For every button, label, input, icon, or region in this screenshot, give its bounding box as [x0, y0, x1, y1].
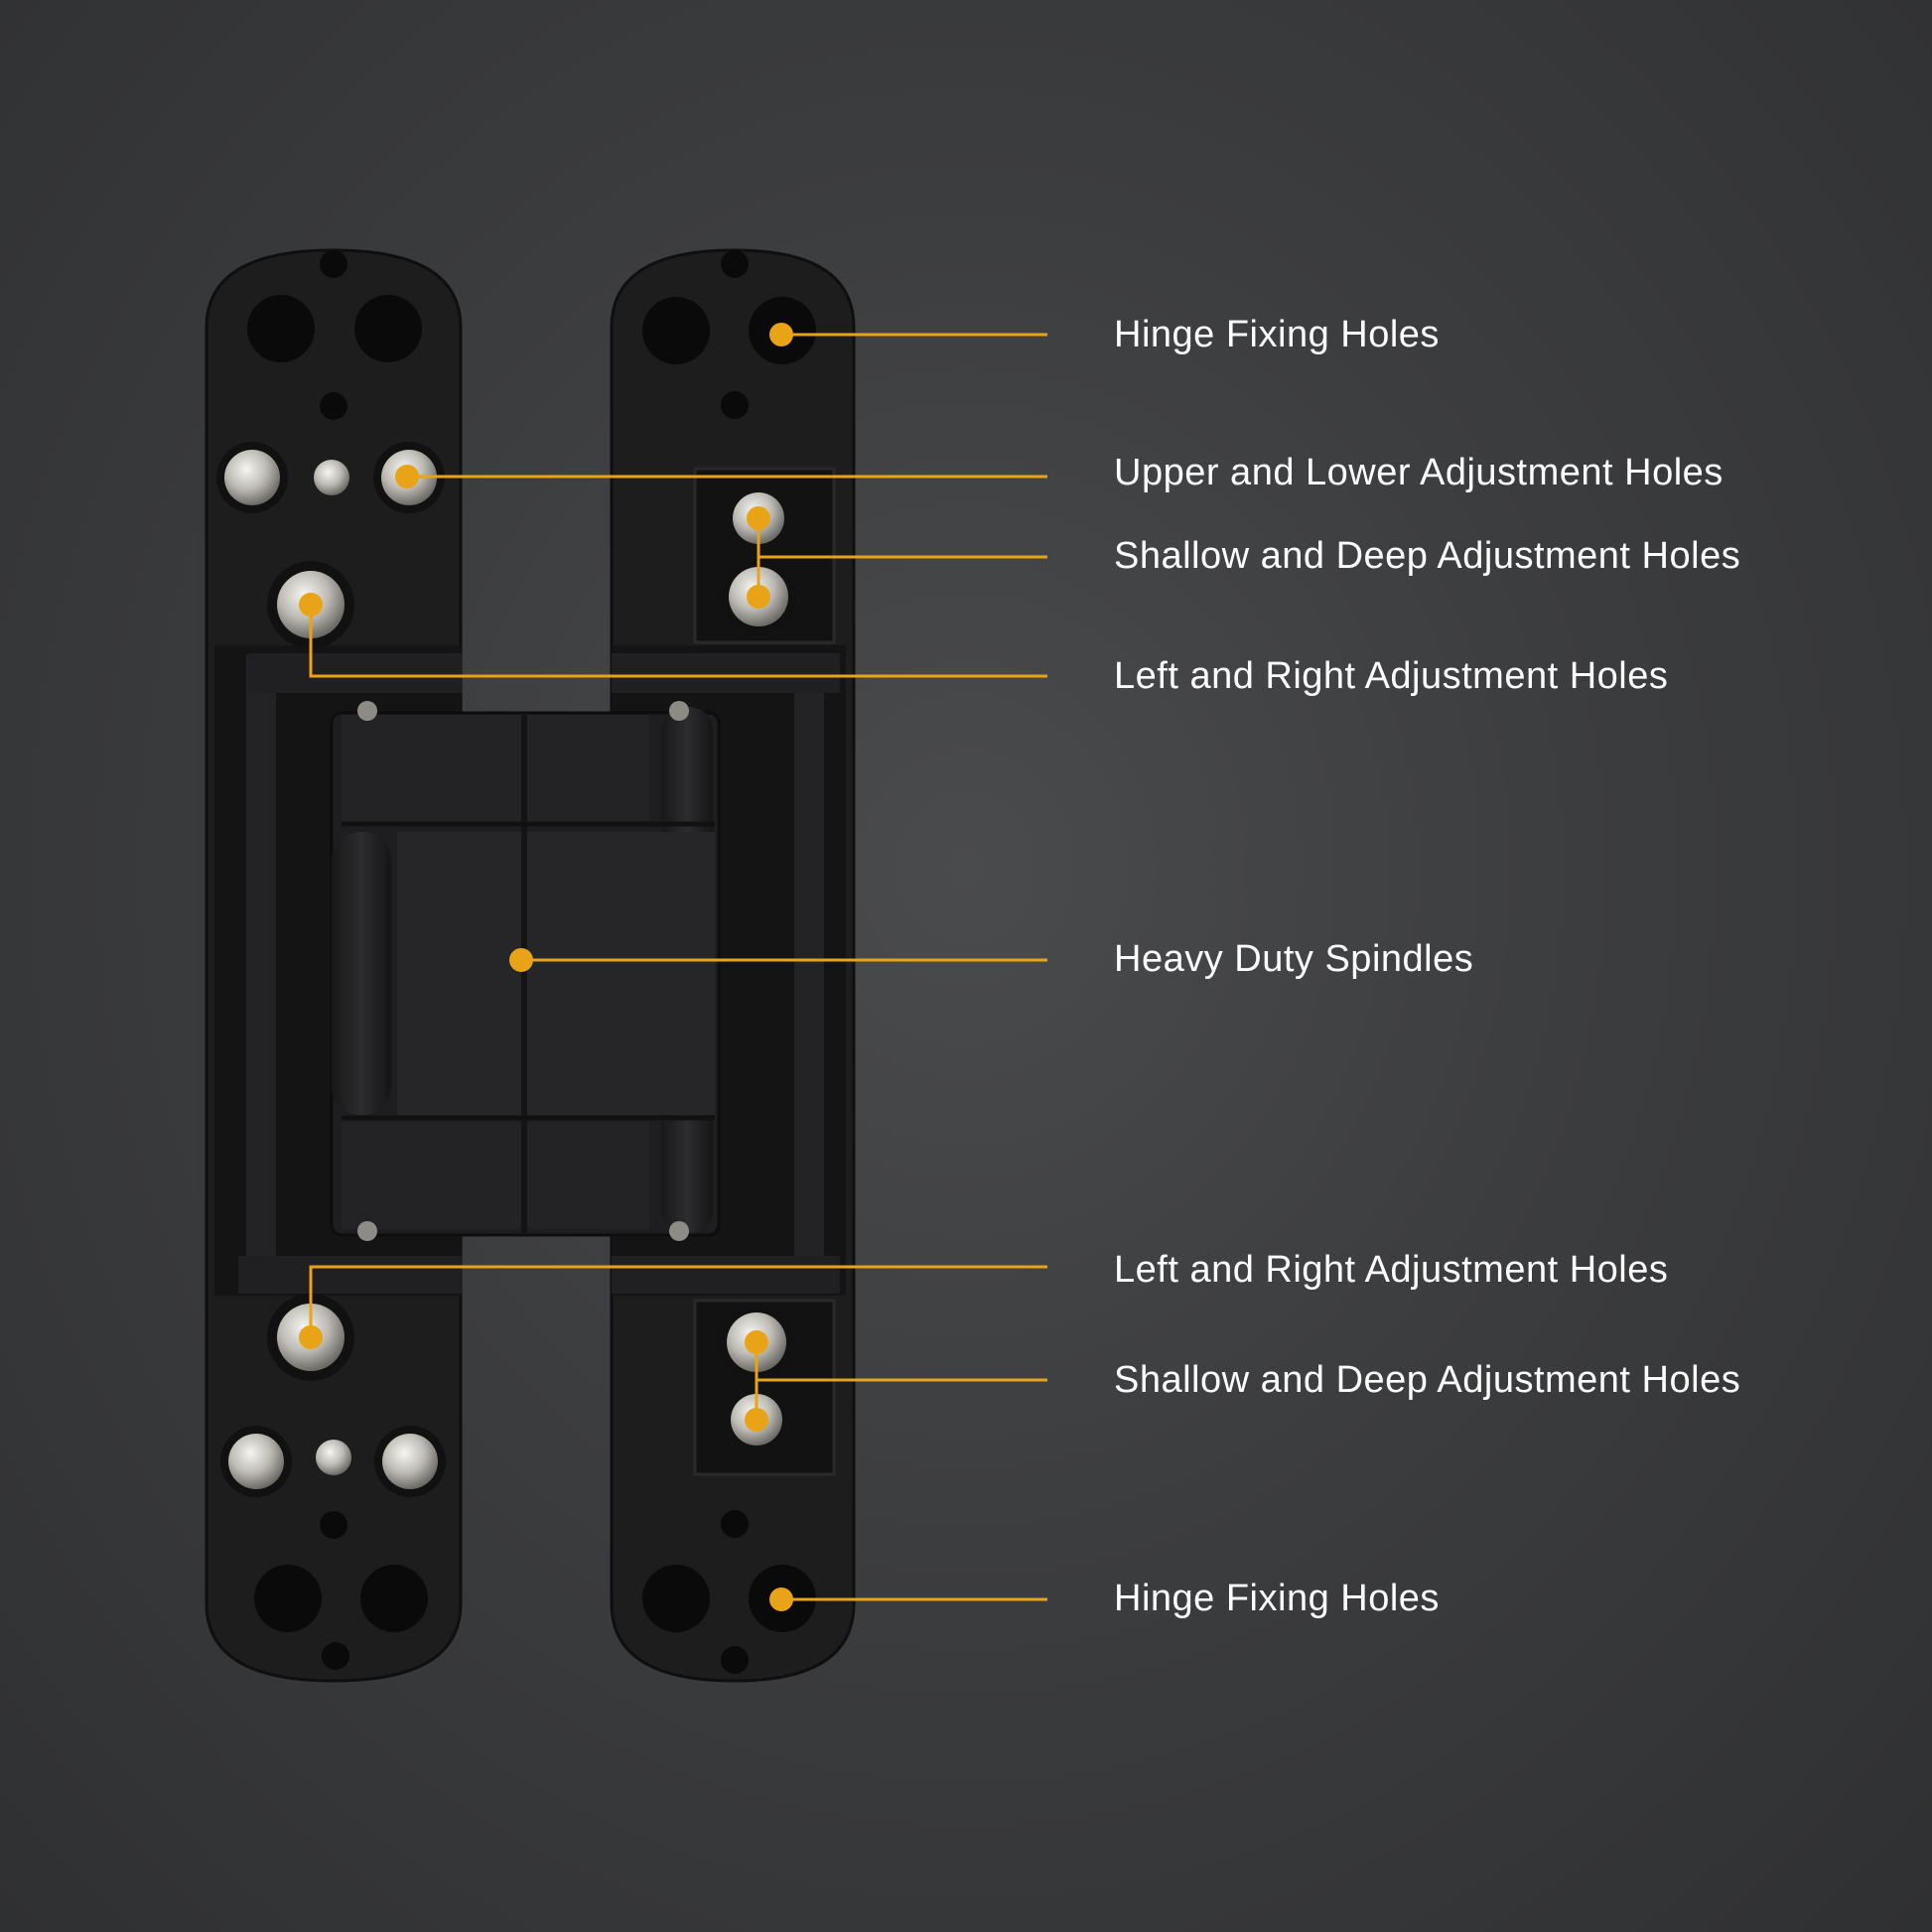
fixing-hole — [354, 295, 422, 362]
label-left-right-adjustment-holes-top: Left and Right Adjustment Holes — [1114, 655, 1669, 697]
spindle-mechanism — [330, 701, 721, 1241]
callout-dot — [747, 585, 770, 609]
callout-dot — [769, 1587, 793, 1611]
fixing-hole — [642, 1565, 710, 1632]
fixing-hole — [360, 1565, 428, 1632]
callout-dot — [745, 1330, 768, 1354]
fixing-hole — [642, 297, 710, 364]
spindle — [332, 832, 391, 1115]
callout-dot — [395, 465, 419, 488]
callout-lines — [309, 333, 1047, 1601]
fixing-hole — [320, 250, 347, 278]
label-heavy-duty-spindles: Heavy Duty Spindles — [1114, 938, 1474, 980]
label-shallow-deep-adjustment-holes-top: Shallow and Deep Adjustment Holes — [1114, 535, 1741, 577]
label-hinge-fixing-holes-bottom: Hinge Fixing Holes — [1114, 1578, 1440, 1619]
fixing-hole — [254, 1565, 322, 1632]
label-hinge-fixing-holes-top: Hinge Fixing Holes — [1114, 314, 1440, 355]
label-shallow-deep-adjustment-holes-bottom: Shallow and Deep Adjustment Holes — [1114, 1359, 1741, 1401]
screw — [224, 450, 280, 505]
callout-dot — [299, 1325, 323, 1349]
label-upper-lower-adjustment-holes: Upper and Lower Adjustment Holes — [1114, 452, 1724, 493]
callout-dot — [745, 1408, 768, 1432]
callout-dots — [299, 323, 793, 1611]
callout-dot — [509, 948, 533, 972]
screw — [228, 1434, 284, 1489]
callout-dot — [769, 323, 793, 346]
screw — [382, 1434, 438, 1489]
callout-dot — [747, 506, 770, 530]
callout-dot — [299, 593, 323, 617]
fixing-hole — [247, 295, 315, 362]
label-left-right-adjustment-holes-bottom: Left and Right Adjustment Holes — [1114, 1249, 1669, 1291]
